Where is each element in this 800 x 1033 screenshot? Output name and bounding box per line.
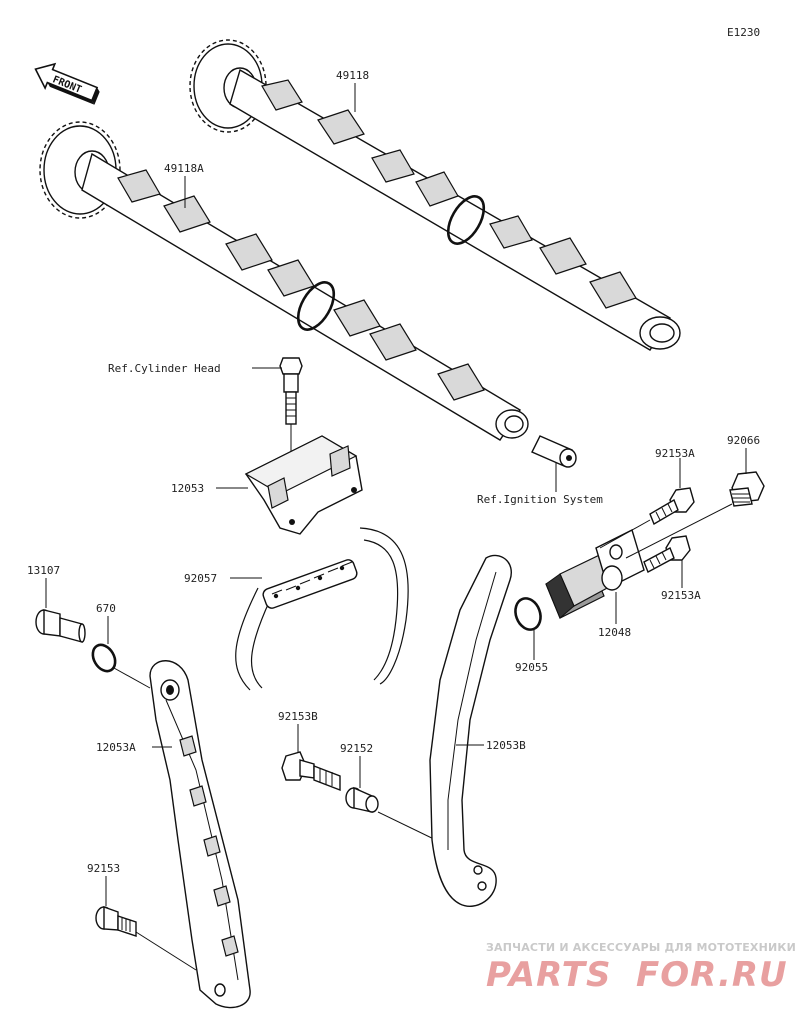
chain-links bbox=[262, 559, 358, 609]
leader-670-to-guide bbox=[113, 667, 151, 689]
label-ref-ignition: Ref.Ignition System bbox=[477, 493, 603, 506]
label-92057: 92057 bbox=[184, 572, 217, 585]
guide-bolt-92153b bbox=[281, 751, 341, 792]
cam-chain-guide-holder bbox=[244, 435, 363, 535]
oring-92055 bbox=[514, 597, 542, 631]
leader-92066-to-tensioner bbox=[625, 503, 733, 559]
watermark-tagline: ЗАПЧАСТИ И АКСЕССУАРЫ ДЛЯ МОТОТЕХНИКИ bbox=[486, 941, 796, 954]
label-670: 670 bbox=[96, 602, 116, 615]
watermark-brand-right: FOR.RU bbox=[636, 955, 788, 995]
camshaft-intake bbox=[39, 121, 529, 441]
chain-tensioner bbox=[545, 529, 645, 619]
label-12053a: 12053A bbox=[96, 741, 136, 754]
collar-92152 bbox=[345, 786, 379, 813]
chain-guide-12053b bbox=[429, 554, 512, 907]
timing-chain bbox=[235, 527, 409, 691]
tensioner-cap-plug bbox=[729, 471, 765, 507]
guide-pivot-bolt bbox=[35, 609, 86, 643]
ignition-rotor bbox=[531, 435, 577, 468]
label-12048: 12048 bbox=[598, 626, 631, 639]
leader-92153-to-guide bbox=[135, 931, 197, 971]
watermark: ЗАПЧАСТИ И АКСЕССУАРЫ ДЛЯ МОТОТЕХНИКИ PA… bbox=[486, 941, 796, 995]
guide-bolt-92153 bbox=[95, 906, 137, 937]
label-ref-cylinder-head: Ref.Cylinder Head bbox=[108, 362, 221, 375]
label-92153a-top: 92153A bbox=[655, 447, 695, 460]
label-49118a: 49118A bbox=[164, 162, 204, 175]
leader-92153a-top-to-tensioner bbox=[599, 519, 651, 549]
camshaft-exhaust bbox=[189, 39, 681, 351]
label-92153: 92153 bbox=[87, 862, 120, 875]
label-92055: 92055 bbox=[515, 661, 548, 674]
label-92153b: 92153B bbox=[278, 710, 318, 723]
leader-92152-to-guide bbox=[377, 811, 441, 843]
diagram-code: E1230 bbox=[727, 26, 760, 39]
cylinder-head-bolt bbox=[279, 357, 303, 425]
watermark-brand-left: PARTS bbox=[486, 955, 611, 995]
tensioner-bolt-92153a-top bbox=[649, 487, 695, 526]
label-12053: 12053 bbox=[171, 482, 204, 495]
label-13107: 13107 bbox=[27, 564, 60, 577]
label-92066: 92066 bbox=[727, 434, 760, 447]
label-49118: 49118 bbox=[336, 69, 369, 82]
front-arrow-icon: FRONT bbox=[34, 62, 100, 105]
label-92153a-bottom: 92153A bbox=[661, 589, 701, 602]
oring-670 bbox=[91, 643, 117, 673]
label-12053b: 12053B bbox=[486, 739, 526, 752]
tensioner-bolt-92153a-bottom bbox=[643, 535, 691, 573]
label-92152: 92152 bbox=[340, 742, 373, 755]
chain-guide-12053a bbox=[149, 660, 251, 1009]
